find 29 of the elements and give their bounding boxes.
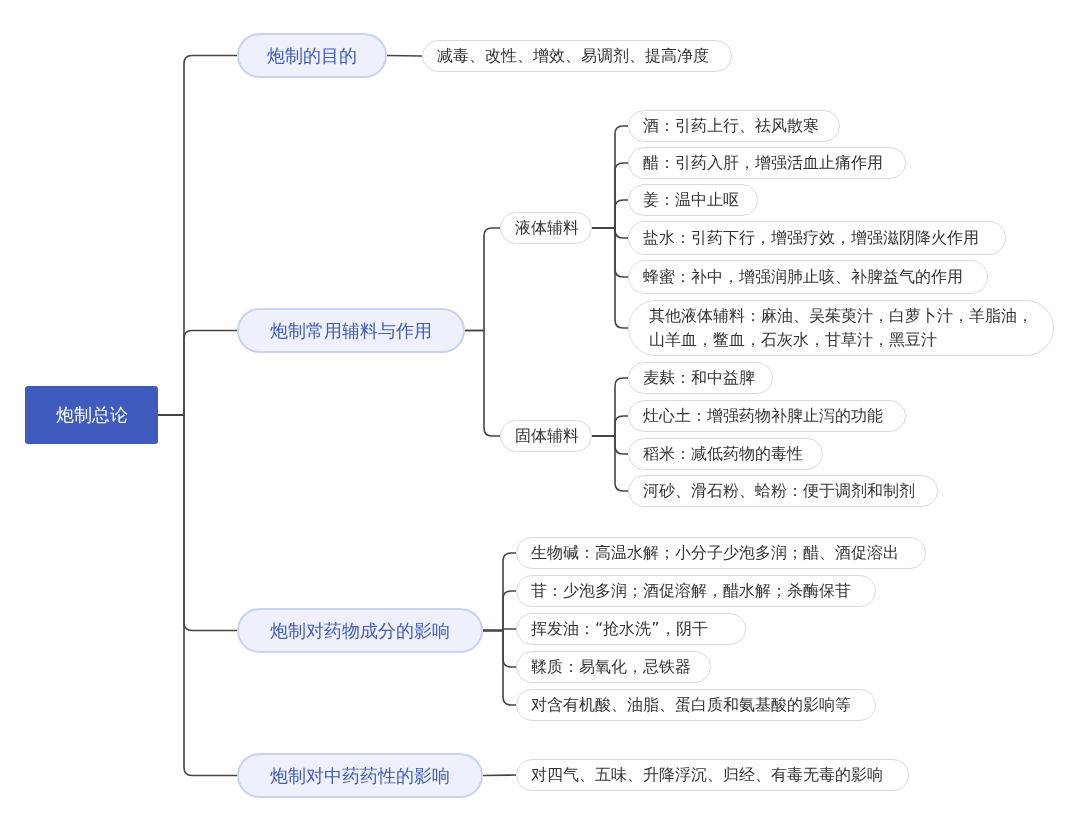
connector-line [482, 774, 517, 777]
subtopic-box: 液体辅料 [500, 212, 592, 244]
root-topic-box: 炮制总论 [25, 386, 158, 444]
subtopic-box: 稻米：减低药物的毒性 [628, 438, 823, 470]
subtopic-box: 醋：引药入肝，增强活血止痛作用 [628, 147, 906, 179]
connector-line [386, 54, 423, 57]
subtopic-box: 酒：引药上行、祛风散寒 [628, 110, 840, 142]
branch-topic-box: 炮制的目的 [237, 33, 387, 78]
subtopic-box: 麦麸：和中益脾 [628, 362, 773, 394]
branch-topic-box: 炮制常用辅料与作用 [237, 308, 465, 353]
branch-topic-box: 炮制对药物成分的影响 [237, 608, 483, 653]
subtopic-box: 盐水：引药下行，增强疗效，增强滋阴降火作用 [628, 221, 1006, 255]
subtopic-box: 其他液体辅料：麻油、吴茱萸汁，白萝卜汁，羊脂油，山羊血，鳖血，石灰水，甘草汁，黑豆汁 [628, 300, 1054, 356]
subtopic-box: 鞣质：易氧化，忌铁器 [516, 651, 711, 683]
subtopic-box: 对四气、五味、升降浮沉、归经、有毒无毒的影响 [516, 759, 909, 791]
subtopic-box: 苷：少泡多润；酒促溶解，醋水解；杀酶保苷 [516, 575, 876, 607]
subtopic-box: 姜：温中止呕 [628, 184, 758, 216]
connector-line [591, 435, 629, 492]
subtopic-box: 减毒、改性、增效、易调剂、提高净度 [422, 40, 732, 72]
subtopic-box: 灶心土：增强药物补脾止泻的功能 [628, 400, 906, 432]
subtopic-box: 河砂、滑石粉、蛤粉：便于调剂和制剂 [628, 475, 938, 507]
subtopic-box: 固体辅料 [500, 420, 592, 452]
connector-line [591, 227, 629, 329]
connector-line [464, 329, 501, 437]
branch-topic-box: 炮制对中药药性的影响 [237, 753, 483, 798]
subtopic-box: 生物碱：高温水解；小分子少泡多润；醋、酒促溶出 [516, 537, 926, 569]
subtopic-box: 挥发油：“抢水洗”，阴干 [516, 613, 746, 645]
subtopic-box: 蜂蜜：补中，增强润肺止咳、补脾益气的作用 [628, 260, 988, 294]
subtopic-box: 对含有机酸、油脂、蛋白质和氨基酸的影响等 [516, 689, 876, 721]
